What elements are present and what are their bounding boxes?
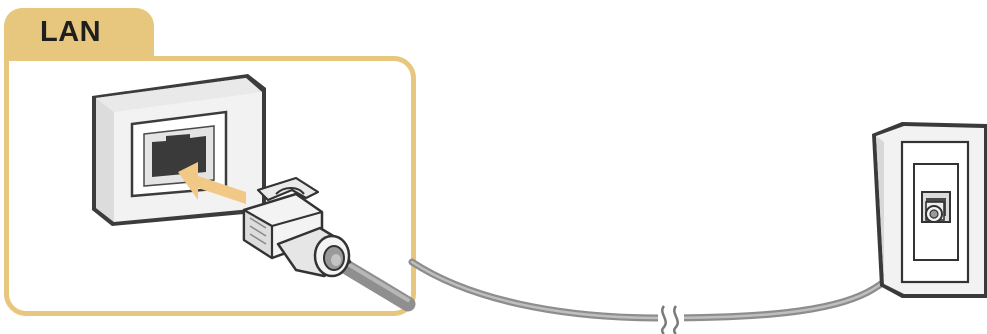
lan-wall-port-icon [92,74,266,226]
rj45-plug-icon [244,178,350,276]
wall-network-outlet-icon [872,122,987,298]
lan-cable-icon [412,212,928,318]
cable-break-icon [658,306,684,334]
